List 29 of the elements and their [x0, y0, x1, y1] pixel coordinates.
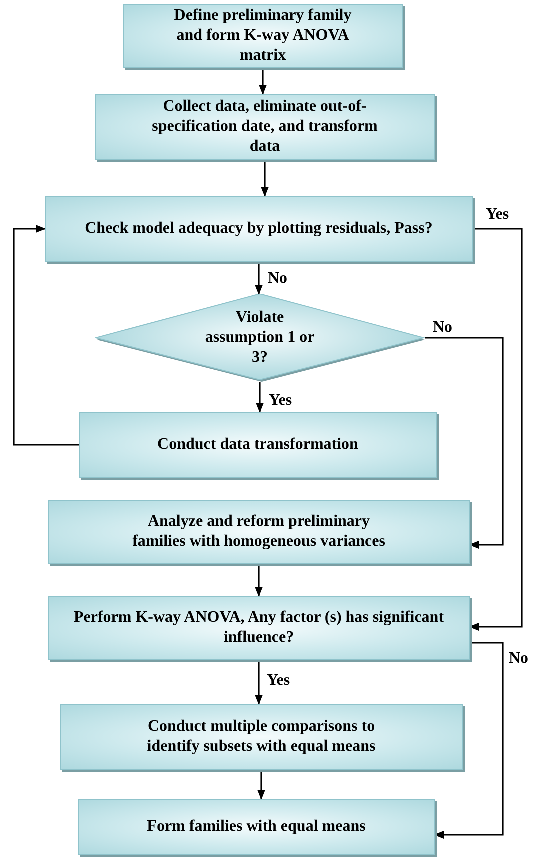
box-text: Conduct multiple comparisons to identify subsets with equal means	[146, 717, 377, 757]
box-text: Define preliminary family and form K-way ANOVA matrix	[173, 6, 353, 66]
box-text: Conduct data transformation	[156, 435, 360, 455]
arrow	[13, 225, 79, 446]
process-box	[45, 196, 473, 262]
process-box	[79, 412, 437, 478]
arrow	[255, 660, 263, 705]
box-text: Perform K-way ANOVA, Any factor (s) has significant influence?	[72, 608, 446, 648]
arrow	[255, 262, 263, 295]
box-text: Analyze and reform preliminary families with homogeneous variances	[132, 512, 386, 552]
process-box	[78, 799, 435, 855]
decision-diamond	[95, 294, 425, 382]
arrow	[258, 770, 266, 800]
arrow	[255, 564, 263, 597]
arrow	[469, 228, 523, 631]
box-text: Check model adequacy by plotting residuals, Pass?	[84, 219, 434, 239]
box-text: Collect data, eliminate out-of-specification date, and transform data	[151, 97, 379, 157]
arrow	[259, 68, 267, 95]
process-box	[48, 500, 470, 564]
arrow	[256, 382, 264, 413]
box-text: Violate assumption 1 or 3?	[204, 308, 316, 368]
process-box	[123, 4, 403, 68]
process-box	[48, 596, 470, 660]
box-text: Form families with equal means	[146, 817, 367, 837]
process-box	[95, 94, 435, 160]
arrow	[434, 642, 504, 839]
arrow	[425, 337, 504, 549]
process-box	[60, 704, 463, 770]
arrow	[261, 160, 269, 197]
